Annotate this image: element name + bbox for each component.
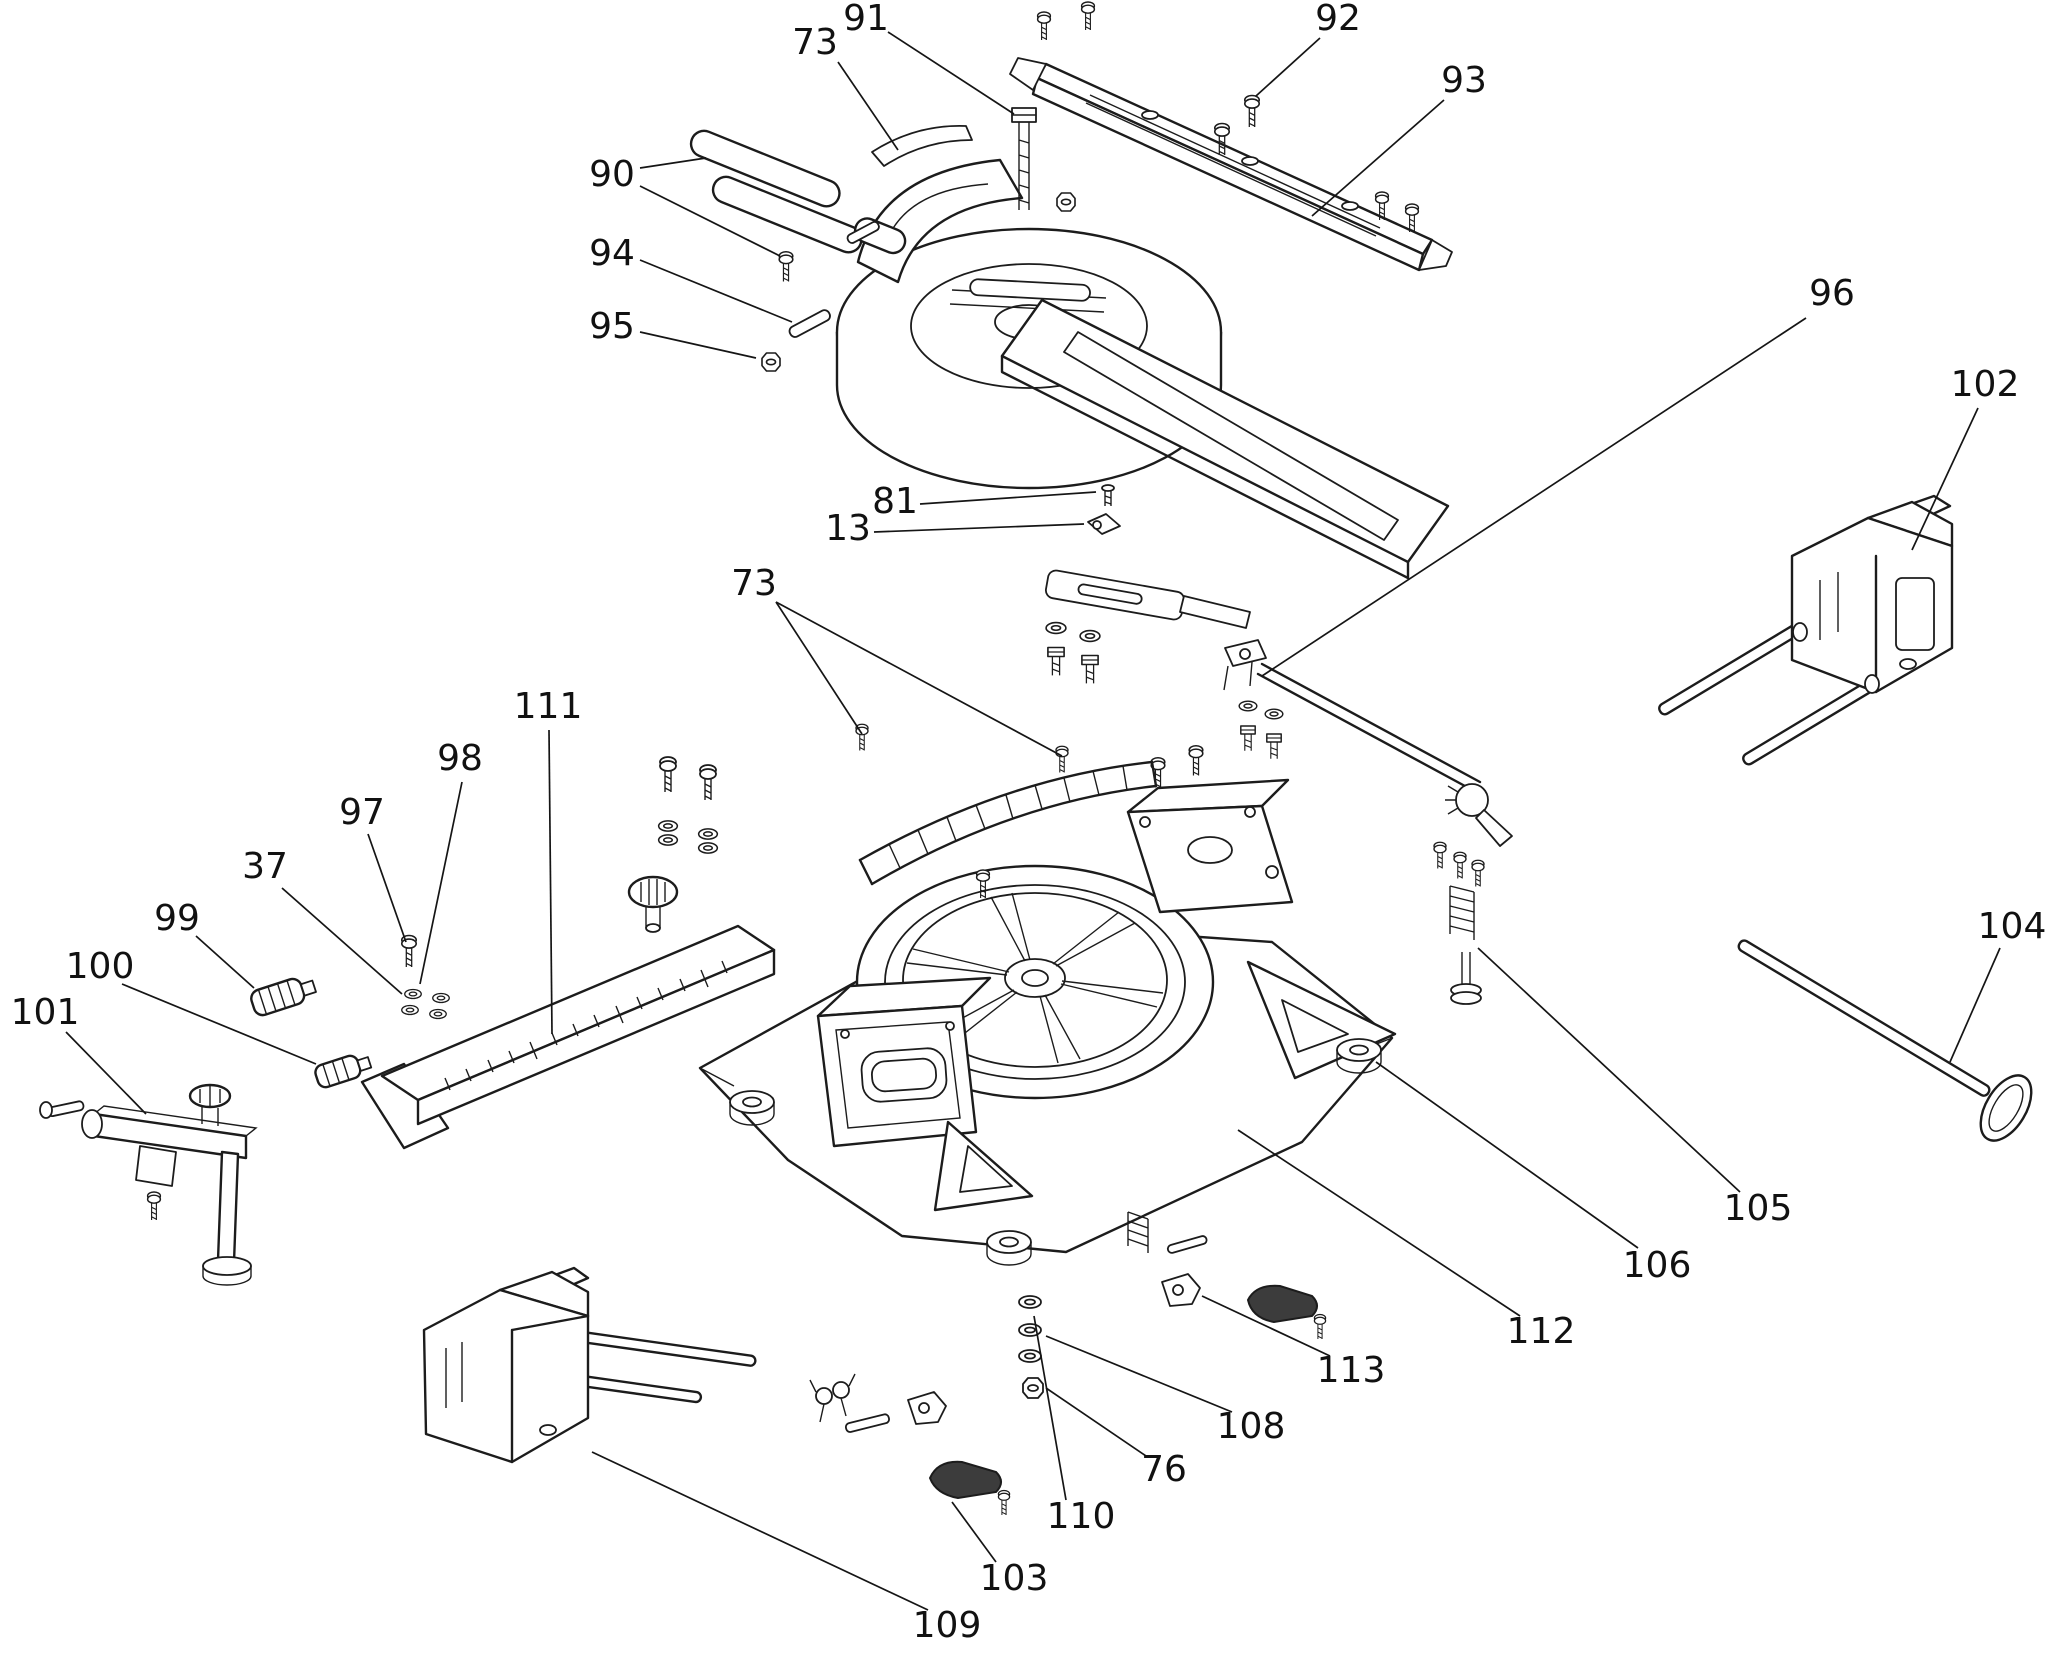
callout-label-102: 102 (1951, 364, 2020, 405)
leader-line-111 (548, 729, 553, 1035)
leader-line-104 (1949, 947, 2001, 1063)
leader-line-102 (1911, 407, 1979, 551)
callout-label-100: 100 (66, 946, 135, 987)
leader-line-95 (639, 331, 757, 359)
leader-line-90 (639, 185, 781, 257)
callout-label-108: 108 (1217, 1406, 1286, 1447)
left-fasteners (400, 934, 450, 1020)
roll-pin (788, 220, 880, 338)
callout-label-81: 81 (872, 481, 918, 522)
leader-line-110 (1033, 1315, 1067, 1501)
callout-label-101: 101 (11, 992, 80, 1033)
callout-label-99: 99 (154, 898, 200, 939)
callout-label-94: 94 (589, 233, 635, 274)
callout-label-113: 113 (1317, 1350, 1386, 1391)
leader-line-101 (65, 1031, 147, 1115)
callout-label-96: 96 (1809, 273, 1855, 314)
callout-label-73: 73 (792, 22, 838, 63)
leader-line-37 (281, 887, 403, 995)
knob-100 (314, 1054, 373, 1089)
carriage-bolt (1011, 107, 1076, 212)
leader-line-76 (1045, 1387, 1147, 1457)
detent-parts-right (1127, 1211, 1327, 1340)
fence-bar (1009, 57, 1453, 272)
leader-line-112 (1237, 1129, 1521, 1317)
callout-label-95: 95 (589, 306, 635, 347)
callout-label-103: 103 (980, 1558, 1049, 1599)
callout-label-98: 98 (437, 738, 483, 779)
leader-line-100 (121, 983, 317, 1065)
callout-label-37: 37 (242, 846, 288, 887)
extension-rail (360, 924, 776, 1150)
depth-rod-assembly (1223, 639, 1513, 888)
rail-screws-washers (657, 756, 719, 854)
leader-line-73 (837, 61, 899, 151)
callout-label-111: 111 (514, 686, 583, 727)
leader-line-109 (591, 1451, 929, 1611)
callout-label-97: 97 (339, 792, 385, 833)
leader-line-113 (1201, 1295, 1331, 1357)
leader-line-94 (639, 259, 793, 323)
leader-line-105 (1477, 947, 1741, 1193)
callout-label-93: 93 (1441, 60, 1487, 101)
slot-arm (1000, 298, 1450, 580)
callout-label-106: 106 (1623, 1245, 1692, 1286)
lock-plate-assembly (1044, 484, 1251, 685)
leader-line-92 (1255, 37, 1321, 97)
callout-label-92: 92 (1315, 0, 1361, 39)
side-handle-rod (1737, 939, 2033, 1142)
callout-label-76: 76 (1141, 1449, 1187, 1490)
leader-line-93 (1311, 99, 1445, 217)
support-leg (39, 1083, 258, 1286)
rear-housing (1126, 744, 1294, 914)
leader-line-91 (887, 31, 1015, 115)
leader-line-13 (873, 523, 1085, 533)
callout-label-109: 109 (913, 1605, 982, 1646)
callout-label-112: 112 (1507, 1311, 1576, 1352)
leader-line-103 (951, 1501, 997, 1563)
leader-line-73 (775, 601, 1063, 757)
left-clamp-assembly (422, 1266, 757, 1464)
leader-line-106 (1375, 1061, 1639, 1249)
callout-label-73: 73 (731, 563, 777, 604)
leader-line-99 (195, 935, 255, 989)
leader-line-108 (1045, 1335, 1233, 1413)
leader-line-96 (1261, 317, 1807, 677)
right-clamp-assembly (1658, 494, 1954, 766)
leader-line-81 (919, 491, 1097, 505)
miter-scale-arc (855, 723, 1158, 886)
callout-label-105: 105 (1724, 1188, 1793, 1229)
handle-tubes (689, 129, 907, 283)
leader-line-90 (639, 157, 707, 169)
detent-parts-left (809, 1373, 1011, 1516)
leader-line-97 (367, 833, 407, 943)
callout-label-13: 13 (825, 508, 871, 549)
callout-label-104: 104 (1978, 906, 2047, 947)
callout-label-90: 90 (589, 154, 635, 195)
callout-label-91: 91 (843, 0, 889, 39)
leader-line-73 (775, 601, 863, 735)
leader-line-98 (419, 781, 463, 985)
front-bracket (816, 976, 992, 1148)
knob-99 (250, 977, 317, 1017)
hex-nut-95 (761, 352, 781, 372)
detent-spring-bolt (1449, 885, 1482, 1005)
rail-knob (627, 875, 679, 933)
callout-label-110: 110 (1047, 1496, 1116, 1537)
